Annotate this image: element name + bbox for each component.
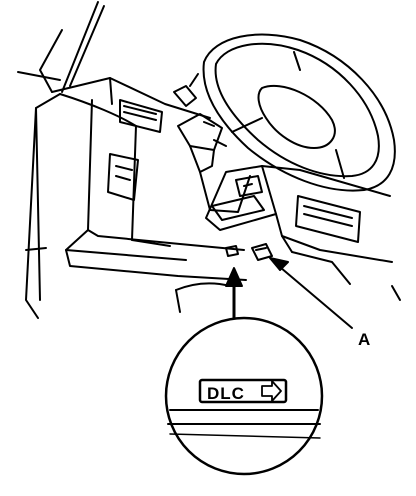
- right-dash: [261, 165, 401, 301]
- dlc-label-text: DLC: [207, 384, 245, 403]
- floor-line: [175, 282, 231, 313]
- dlc-port: [225, 243, 273, 261]
- air-vent-left: [119, 99, 163, 133]
- dlc-label-plate: [198, 378, 288, 404]
- air-vent-lower: [107, 153, 139, 201]
- ignition-key: [173, 73, 199, 107]
- magnify-arrow: [225, 267, 243, 320]
- callout-label-a: A: [358, 330, 371, 349]
- right-arrow-icon: [261, 380, 282, 402]
- steering-wheel: [202, 33, 396, 192]
- dash-face: [65, 99, 247, 281]
- door-pillar: [25, 93, 61, 319]
- callout-a-leader: [269, 257, 353, 329]
- upper-dashboard: [51, 77, 211, 127]
- a-pillar: [17, 1, 105, 93]
- magnified-detail: [164, 316, 324, 476]
- air-vent-right: [295, 195, 361, 243]
- lower-console: [205, 165, 277, 231]
- steering-column: [177, 113, 251, 213]
